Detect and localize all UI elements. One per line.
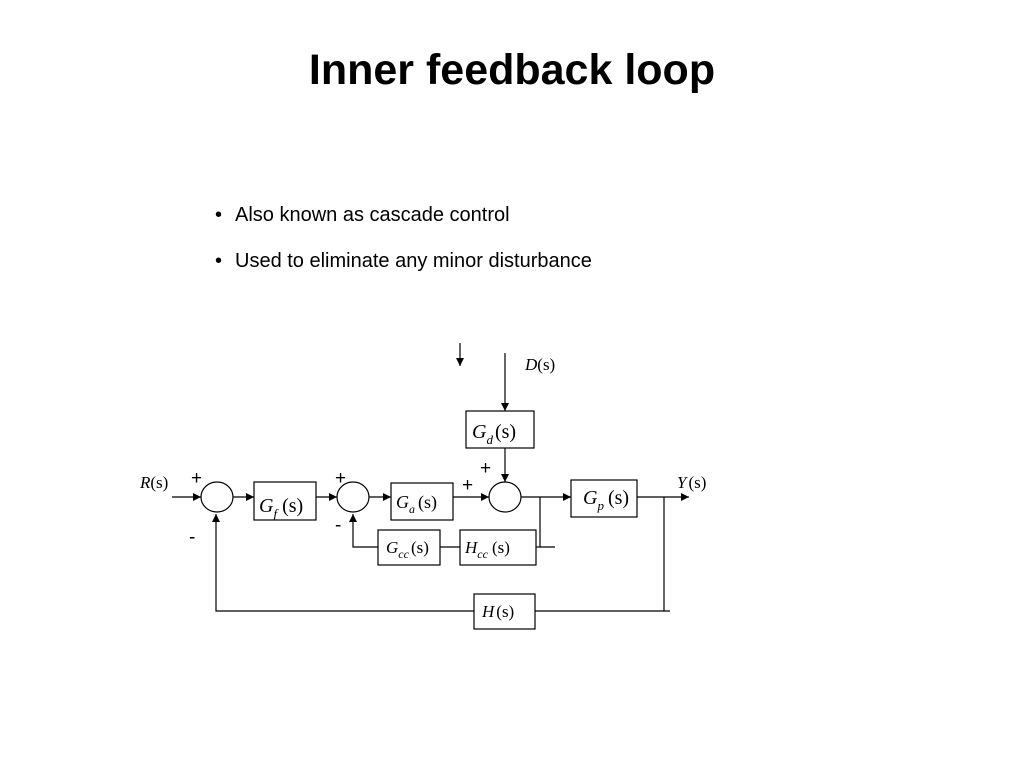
block-h [473,593,536,630]
bullet-dot-icon: • [215,204,223,226]
disturbance-plus-left-sign: + [462,475,473,496]
inner-plus-sign: + [335,468,346,489]
outer-minus-sign: - [189,527,195,548]
block-gd [465,410,535,449]
block-gp [570,479,638,518]
gp-label: Gp(s) [583,487,629,513]
gcc-label: Gcc(s) [386,538,429,561]
disturbance-label: D(s) [524,355,555,374]
summing-junction-inner [336,481,370,513]
bullet-list: • Also known as cascade control • Used t… [215,200,592,276]
disturbance-plus-top-sign: + [480,458,491,479]
ga-label: Ga(s) [396,492,437,516]
bullet-item: • Also known as cascade control [215,200,592,230]
summing-junction-disturbance [488,481,522,513]
block-hcc [459,529,537,566]
block-gf [253,481,317,521]
slide-title: Inner feedback loop [308,46,716,94]
input-label: R(s) [139,473,168,492]
gf-label: Gf(s) [259,495,303,521]
outer-plus-sign: + [191,468,202,489]
outer-tap-wire [663,497,670,612]
inner-feedback-arrow [349,514,378,548]
gd-label: Gd(s) [472,421,516,447]
hcc-label: Hcc(s) [464,538,510,561]
inner-tap-wire [539,497,555,548]
inner-minus-sign: - [335,515,341,536]
summing-junction-outer [200,481,234,513]
bullet-text: Also known as cascade control [235,204,510,226]
bullet-item: • Used to eliminate any minor disturbanc… [215,246,592,276]
h-label: H(s) [481,602,514,621]
bullet-dot-icon: • [215,250,223,272]
output-label: Y(s) [677,473,706,492]
bullet-text: Used to eliminate any minor disturbance [235,250,592,272]
outer-feedback-arrow [212,514,474,612]
block-gcc [377,529,441,566]
block-ga [390,482,454,521]
